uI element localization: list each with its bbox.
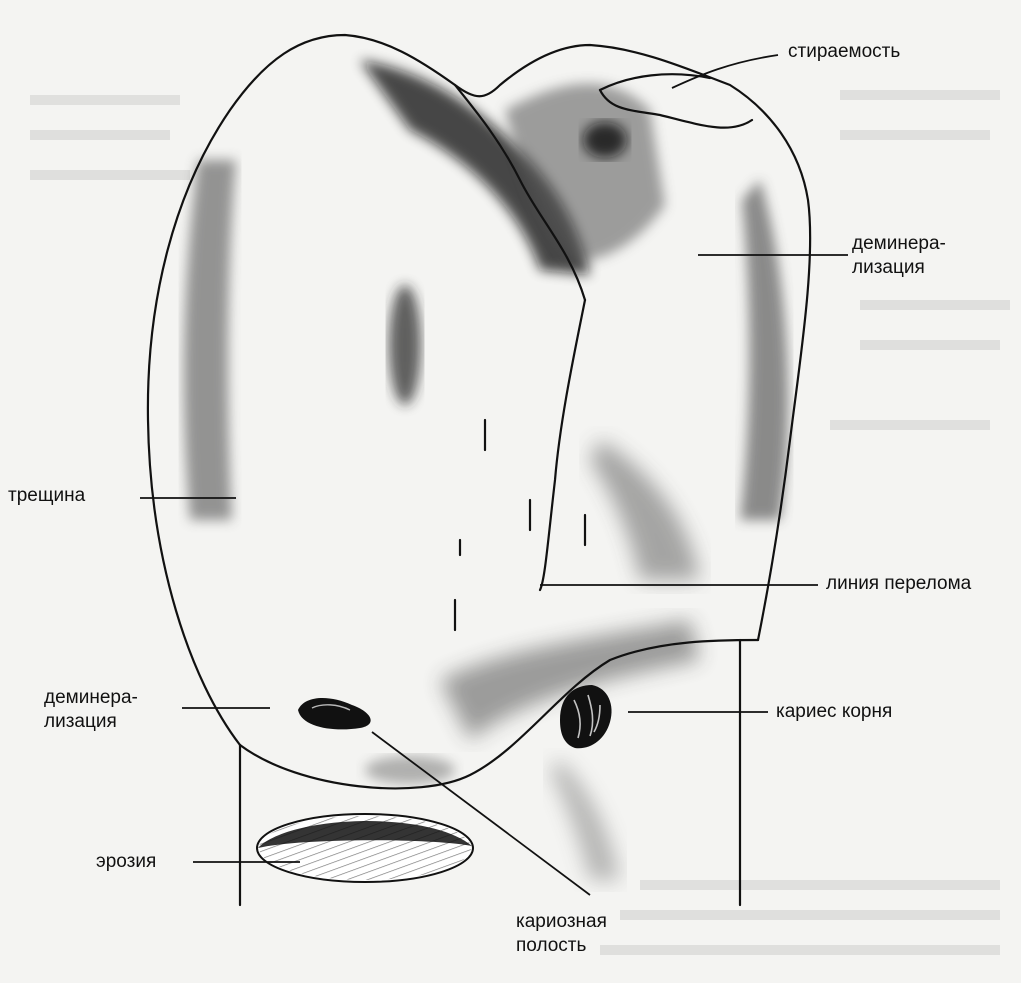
- label-fracture-line: линия перелома: [826, 572, 971, 596]
- label-crack: трещина: [8, 484, 85, 508]
- label-demineralization-bottom: деминера- лизация: [44, 686, 138, 734]
- label-erosion: эрозия: [96, 850, 156, 874]
- label-carious-cavity: кариозная полость: [516, 910, 607, 958]
- label-demineralization-top: деминера- лизация: [852, 232, 946, 280]
- label-demineralization-bottom-line2: лизация: [44, 710, 138, 734]
- label-demineralization-top-line2: лизация: [852, 256, 946, 280]
- label-carious-cavity-line2: полость: [516, 934, 607, 958]
- label-root-caries: кариес корня: [776, 700, 892, 724]
- label-carious-cavity-line1: кариозная: [516, 910, 607, 934]
- label-wear: стираемость: [788, 40, 900, 64]
- label-demineralization-top-line1: деминера-: [852, 232, 946, 256]
- label-demineralization-bottom-line1: деминера-: [44, 686, 138, 710]
